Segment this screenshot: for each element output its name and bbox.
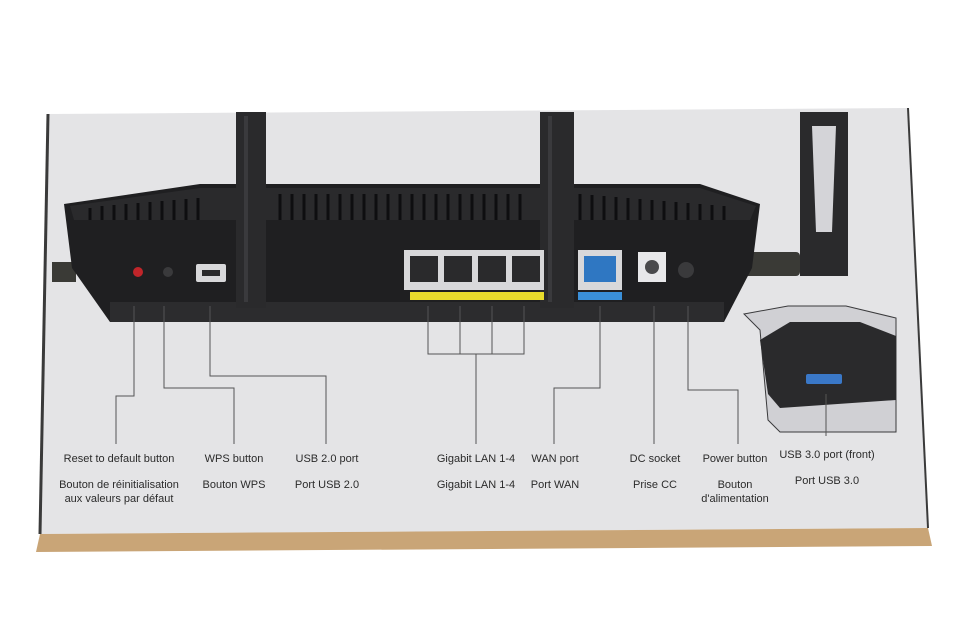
- right-side-antenna: [744, 252, 800, 276]
- wps-label: WPS button: [204, 453, 264, 465]
- dc-label-fr: Prise CC: [632, 479, 677, 491]
- wan-label: WAN port: [531, 453, 579, 465]
- box-right-edge: [907, 107, 929, 529]
- power-button-icon: [678, 262, 694, 278]
- usb2-label-fr: Port USB 2.0: [294, 479, 360, 491]
- wan-label-fr: Port WAN: [530, 479, 580, 491]
- usb2-label: USB 2.0 port: [295, 453, 359, 465]
- usb3-label-fr: Port USB 3.0: [794, 475, 860, 487]
- box-bottom-edge: [36, 528, 932, 552]
- wps-label-fr: Bouton WPS: [202, 479, 266, 491]
- lan-port-icons: [410, 256, 540, 282]
- antenna-left: [236, 112, 266, 308]
- power-label-fr: Bouton d'alimentation: [701, 479, 769, 505]
- callout-lines: [115, 306, 827, 444]
- reset-label: Reset to default button: [63, 453, 175, 465]
- antenna-center: [540, 112, 574, 308]
- dc-label: DC socket: [629, 453, 681, 465]
- usb3-label: USB 3.0 port (front): [779, 449, 875, 461]
- lan-label-fr: Gigabit LAN 1-4: [436, 479, 516, 491]
- lan-color-band: [410, 292, 544, 300]
- usb3-port-icon: [806, 374, 842, 384]
- left-side-antenna: [52, 262, 76, 282]
- reset-button-icon: [133, 267, 143, 277]
- wps-button-icon: [163, 267, 173, 277]
- box-left-edge: [38, 113, 50, 535]
- router-vents: [88, 194, 726, 220]
- reset-label-fr: Bouton de réinitialisation aux valeurs p…: [59, 479, 179, 505]
- lan-label: Gigabit LAN 1-4: [436, 453, 516, 465]
- power-label: Power button: [702, 453, 768, 465]
- wan-color-band: [578, 292, 622, 300]
